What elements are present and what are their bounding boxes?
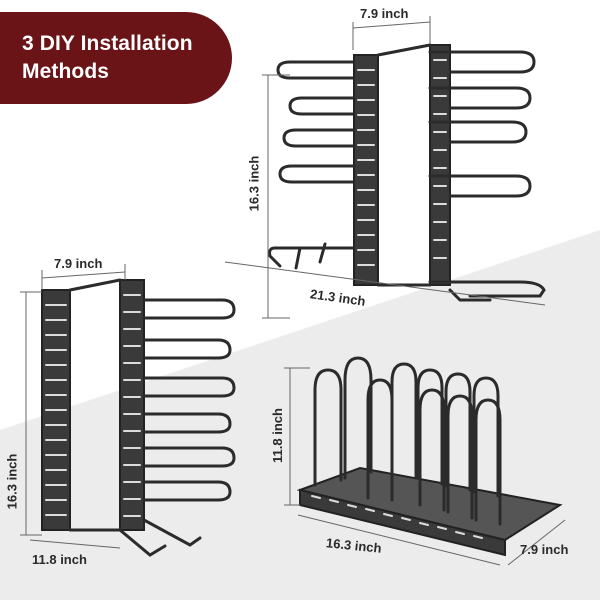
left-rack-width-label: 7.9 inch: [54, 256, 103, 271]
left-rack-height-label: 16.3 inch: [4, 453, 20, 510]
dimension-lines: [20, 16, 566, 566]
rack-horizontal: [268, 43, 546, 302]
left-rack-depth-label: 11.8 inch: [32, 552, 87, 567]
top-rack-height-label: 16.3 inch: [246, 155, 262, 212]
bottom-rack-height-label: 11.8 inch: [269, 408, 285, 463]
bottom-rack-width-label: 7.9 inch: [520, 542, 569, 557]
banner-title-line-2: Methods: [22, 60, 110, 83]
top-rack-width-label: 7.9 inch: [360, 6, 409, 21]
rack-dividers: [296, 356, 563, 557]
banner-title-line-1: 3 DIY Installation: [22, 32, 193, 55]
title-banner: 3 DIY Installation Methods: [0, 12, 232, 104]
rack-vertical: [41, 278, 236, 557]
